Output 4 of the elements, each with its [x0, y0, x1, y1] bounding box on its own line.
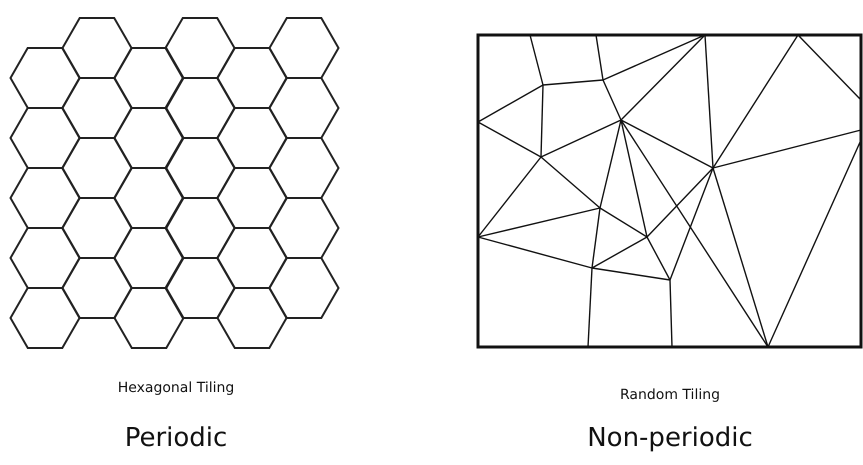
- caption-text: Hexagonal Tiling: [118, 380, 234, 396]
- heading-text: Periodic: [124, 423, 228, 453]
- caption-text: Random Tiling: [620, 387, 720, 403]
- heading-text: Non-periodic: [587, 423, 753, 453]
